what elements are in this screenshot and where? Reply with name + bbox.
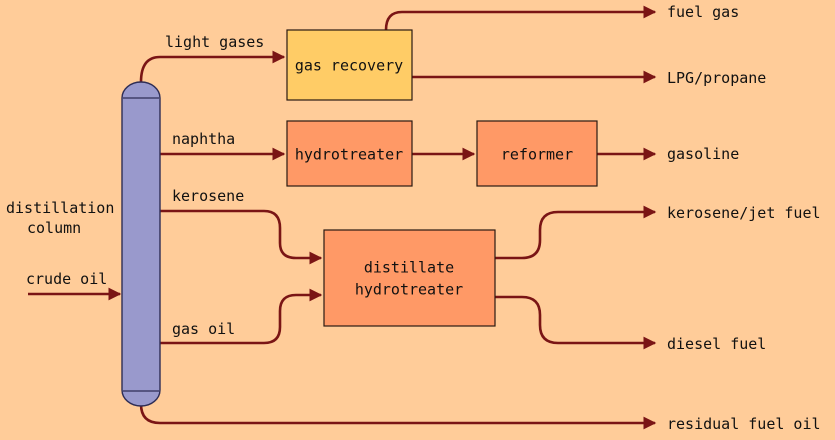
crude-oil-label: crude oil	[26, 270, 107, 288]
distillation-column	[121, 81, 161, 407]
residual-fuel-oil-flow	[139, 403, 657, 430]
fuel-gas-flow	[384, 5, 657, 31]
gas-oil-label: gas oil	[172, 320, 235, 338]
diesel-fuel-flow	[495, 295, 657, 350]
naphtha-label: naphtha	[172, 130, 235, 148]
kerosene-jet-fuel-flow	[495, 205, 657, 260]
column-label-line2: column	[27, 219, 81, 237]
distillate-hydrotreater-label-line1: distillate	[364, 259, 454, 277]
column-label-line1: distillation	[6, 199, 114, 217]
column-vessel	[121, 81, 161, 407]
lpg-propane-label: LPG/propane	[667, 69, 766, 87]
kerosene-label: kerosene	[172, 187, 244, 205]
distillate-hydrotreater-label-line2: hydrotreater	[355, 281, 463, 299]
fuel-gas-label: fuel gas	[667, 3, 739, 21]
diesel-fuel-label: diesel fuel	[667, 335, 766, 353]
light-gases-flow	[139, 50, 286, 83]
kerosene-jet-fuel-label: kerosene/jet fuel	[667, 204, 821, 222]
gas-oil-flow	[160, 288, 323, 345]
kerosene-flow	[160, 209, 323, 265]
gasoline-label: gasoline	[667, 145, 739, 163]
reformer-label: reformer	[501, 146, 573, 164]
light-gases-label: light gases	[165, 33, 264, 51]
gas-recovery-label: gas recovery	[295, 57, 403, 75]
distillate-hydrotreater-box	[323, 229, 496, 327]
hydrotreater-box	[286, 120, 413, 187]
gas-recovery-box	[286, 29, 413, 101]
hydrotreater-label: hydrotreater	[295, 146, 403, 164]
residual-fuel-oil-label: residual fuel oil	[667, 415, 821, 433]
reformer-box	[476, 120, 598, 187]
